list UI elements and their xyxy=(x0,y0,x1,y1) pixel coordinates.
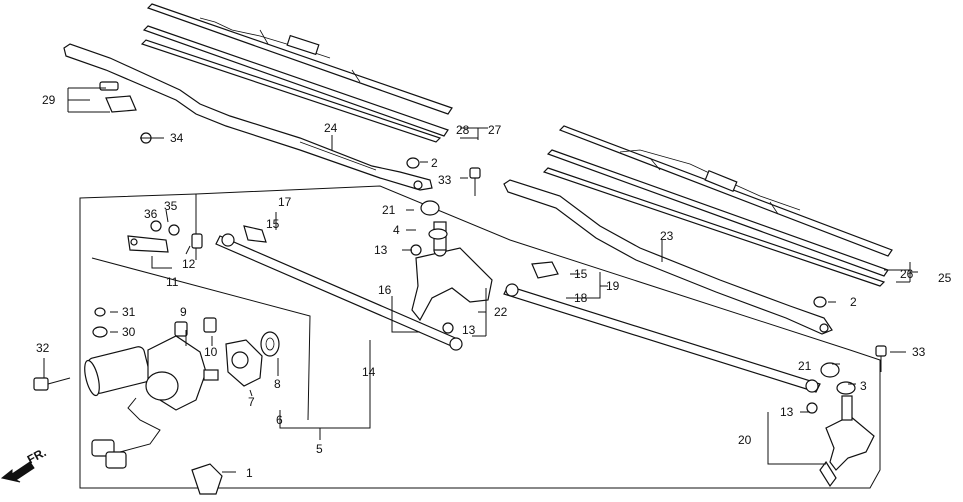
callout-5: 5 xyxy=(316,442,323,456)
front-direction-arrow-icon xyxy=(0,461,35,483)
callout-13-b: 13 xyxy=(462,323,476,337)
callout-33-a: 33 xyxy=(438,173,452,187)
callout-27: 27 xyxy=(488,123,502,137)
bolt-33-right xyxy=(875,345,887,372)
cap-2-left xyxy=(406,157,420,169)
leader-lines xyxy=(43,87,918,473)
clip-12 xyxy=(191,233,203,249)
callout-13-c: 13 xyxy=(780,405,794,419)
callout-16: 16 xyxy=(378,283,392,297)
cap-2-right xyxy=(813,296,827,308)
crank-arm-7 xyxy=(225,339,263,387)
callout-12: 12 xyxy=(182,257,196,271)
left-pivot xyxy=(410,200,493,334)
callout-32: 32 xyxy=(36,341,50,355)
bracket-29 xyxy=(99,81,137,113)
callout-33-b: 33 xyxy=(912,345,926,359)
callout-29: 29 xyxy=(42,93,56,107)
right-pivot xyxy=(806,362,875,488)
callout-18: 18 xyxy=(574,291,588,305)
callout-24: 24 xyxy=(324,121,338,135)
motor-bracket-11 xyxy=(127,235,169,253)
joint-15-19 xyxy=(531,261,559,279)
callout-36: 36 xyxy=(144,207,158,221)
callout-labels: 1 2 2 3 4 5 6 7 8 9 10 11 12 13 13 13 14… xyxy=(36,93,952,480)
joint-15-17 xyxy=(243,225,267,243)
callout-21-a: 21 xyxy=(382,203,396,217)
left-wiper-arm xyxy=(63,43,433,191)
callout-15-a: 15 xyxy=(266,217,280,231)
cover-8 xyxy=(260,331,280,357)
washer-35-36 xyxy=(150,220,180,236)
connector-1 xyxy=(191,463,223,495)
callout-28: 28 xyxy=(456,123,470,137)
wiper-motor xyxy=(84,335,219,469)
left-link-rod xyxy=(215,233,463,351)
callout-10: 10 xyxy=(204,345,218,359)
callout-21-b: 21 xyxy=(798,359,812,373)
callout-35: 35 xyxy=(164,199,178,213)
callout-9: 9 xyxy=(180,305,187,319)
right-wiper-arm xyxy=(503,179,833,335)
callout-26: 26 xyxy=(900,267,914,281)
callout-15-b: 15 xyxy=(574,267,588,281)
bushing-9 xyxy=(174,321,188,337)
callout-25: 25 xyxy=(938,271,952,285)
callout-31: 31 xyxy=(122,305,136,319)
callout-3: 3 xyxy=(860,379,867,393)
callout-11: 11 xyxy=(166,275,179,289)
callout-34: 34 xyxy=(170,131,184,145)
callout-23: 23 xyxy=(660,229,674,243)
callout-22: 22 xyxy=(494,305,508,319)
callout-2-left: 2 xyxy=(431,156,438,170)
callout-8: 8 xyxy=(274,377,281,391)
callout-20: 20 xyxy=(738,433,752,447)
callout-19: 19 xyxy=(606,279,620,293)
callout-2-right: 2 xyxy=(850,295,857,309)
callout-1: 1 xyxy=(246,466,253,480)
callout-14: 14 xyxy=(362,365,376,379)
grommet-30 xyxy=(92,326,108,338)
nut-31 xyxy=(94,307,106,317)
bushing-10 xyxy=(203,317,217,333)
callout-17: 17 xyxy=(278,195,292,209)
left-wiper-blade xyxy=(140,3,453,143)
bolt-32 xyxy=(33,377,71,391)
callout-7: 7 xyxy=(248,395,255,409)
bolt-33-left xyxy=(469,167,481,196)
frame-outline xyxy=(79,185,881,489)
right-link-rod xyxy=(503,283,821,393)
callout-13-a: 13 xyxy=(374,243,388,257)
right-wiper-blade xyxy=(542,125,893,287)
callout-30: 30 xyxy=(122,325,136,339)
callout-4: 4 xyxy=(393,223,400,237)
callout-6: 6 xyxy=(276,413,283,427)
